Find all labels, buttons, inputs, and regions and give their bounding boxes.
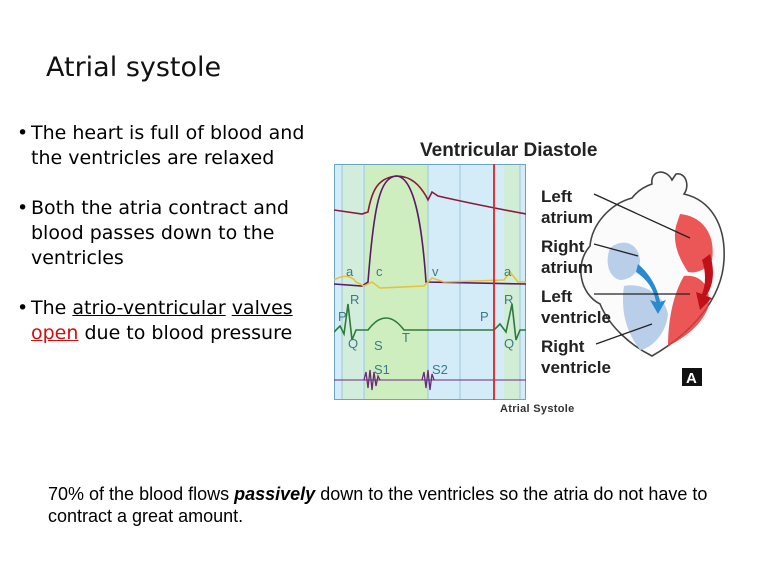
label-v: v — [432, 264, 439, 279]
aortic-pressure-trace — [334, 175, 526, 215]
label-R-1: R — [350, 292, 359, 307]
systole-band — [364, 164, 428, 400]
label-right-atrium: Right atrium — [541, 236, 593, 278]
label-c: c — [376, 264, 383, 279]
label-left-atrium: Left atrium — [541, 186, 593, 228]
label-Q-2: Q — [504, 336, 514, 351]
note-post: down to the ventricles so the atria do n… — [48, 484, 708, 526]
bullet-item-2: Both the atria contract and blood passes… — [17, 196, 317, 271]
note-pre: 70% of the blood flows — [48, 484, 235, 504]
bullet-item-3: The atrio-ventricular valves open due to… — [17, 296, 317, 346]
label-right-ventricle-line1: Right — [541, 337, 585, 356]
right-flow-arrow-icon — [636, 264, 666, 314]
heart-sound-s2 — [421, 369, 435, 391]
label-right-ventricle-line2: ventricle — [541, 358, 611, 377]
note-paragraph: 70% of the blood flows passively down to… — [48, 483, 748, 527]
label-a-2: a — [504, 264, 512, 279]
bullet-3-rest: due to blood pressure — [78, 322, 293, 344]
panel-letter: A — [686, 370, 697, 387]
bullet-item-1: The heart is full of blood and the ventr… — [17, 121, 317, 171]
slide-title: Atrial systole — [46, 52, 222, 83]
late-band — [504, 164, 520, 400]
label-P-2: P — [480, 309, 489, 324]
ventricular-pressure-trace — [334, 175, 526, 287]
label-right-atrium-line1: Right — [541, 237, 585, 256]
heart-sound-s1 — [363, 369, 381, 391]
label-pointer-lines — [593, 193, 691, 345]
cardiac-cycle-diagram: a c v a R P Q S T P R Q S1 S2 — [334, 164, 526, 400]
label-right-atrium-line2: atrium — [541, 258, 593, 277]
label-left-ventricle-line1: Left — [541, 287, 573, 306]
left-atrium-chamber — [674, 214, 713, 273]
panel-letter-box — [682, 368, 702, 386]
left-flow-arrow-icon — [696, 254, 713, 310]
bullet-list: The heart is full of blood and the ventr… — [17, 121, 317, 371]
bullet-3-open: open — [31, 322, 79, 344]
label-R-2: R — [504, 292, 513, 307]
atrial-pressure-trace — [334, 270, 526, 289]
label-a-1: a — [346, 264, 354, 279]
figure-title: Ventricular Diastole — [420, 140, 598, 161]
label-right-ventricle: Right ventricle — [541, 336, 611, 378]
label-left-ventricle-line2: ventricle — [541, 308, 611, 327]
ecg-trace — [334, 303, 526, 341]
early-band — [342, 164, 362, 400]
label-T: T — [402, 330, 410, 345]
label-Q-1: Q — [348, 336, 358, 351]
label-S2: S2 — [432, 362, 448, 377]
note-emphasis: passively — [234, 484, 316, 504]
heart-illustration: A — [540, 164, 740, 400]
figure-caption: Atrial Systole — [500, 403, 575, 415]
label-S: S — [374, 338, 383, 353]
bullet-3-pre: The — [31, 297, 73, 319]
trace-labels: a c v a R P Q S T P R Q S1 S2 — [338, 264, 514, 377]
label-left-atrium-line2: atrium — [541, 208, 593, 227]
right-atrium-chamber — [607, 242, 640, 280]
label-S1: S1 — [374, 362, 390, 377]
bullet-3-underlined: atrio-ventricular — [72, 297, 226, 319]
label-left-ventricle: Left ventricle — [541, 286, 611, 328]
label-P-1: P — [338, 309, 347, 324]
label-left-atrium-line1: Left — [541, 187, 573, 206]
bullet-3-valves: valves — [231, 297, 293, 319]
